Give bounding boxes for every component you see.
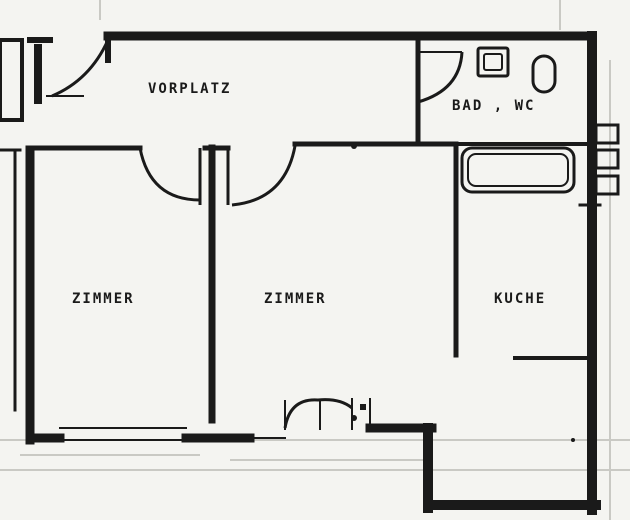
room-label-zimmer-left: ZIMMER (72, 291, 135, 307)
door-zimmer-left-swing (138, 147, 201, 202)
room-label-bad-wc: BAD , WC (452, 98, 535, 114)
misc-marks (351, 143, 575, 442)
right-window-blocks (594, 123, 620, 196)
room-label-kuche: KUCHE (494, 291, 546, 307)
left-fragment-box (0, 38, 24, 122)
door-balcony-swing (283, 398, 353, 429)
toilet-icon (531, 54, 557, 94)
bathtub-icon (460, 146, 576, 194)
door-zimmer-center-swing (231, 145, 297, 207)
walls (0, 31, 602, 515)
entrance-door-swing (51, 39, 110, 98)
room-label-vorplatz: VORPLATZ (148, 81, 231, 97)
bathroom-fixtures (460, 46, 576, 194)
sink-icon (476, 46, 510, 78)
doors (46, 39, 464, 432)
door-bath-swing (417, 51, 464, 104)
room-label-zimmer-center: ZIMMER (264, 291, 327, 307)
